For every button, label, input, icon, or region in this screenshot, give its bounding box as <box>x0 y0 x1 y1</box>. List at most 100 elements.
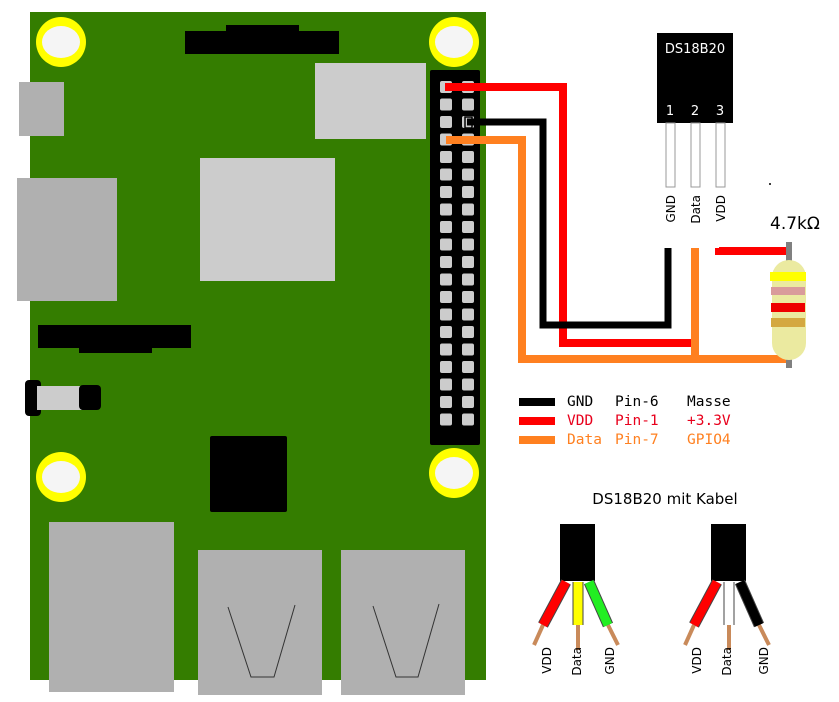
ethernet-port <box>49 522 174 692</box>
micro-usb-port <box>19 82 64 136</box>
gpio-pin <box>462 203 474 216</box>
gpio-pin <box>440 343 452 356</box>
usb-controller-chip <box>315 63 426 139</box>
mounting-hole-bottom-left <box>36 452 86 502</box>
gpio-pin <box>440 273 452 286</box>
camera-connector <box>38 325 191 353</box>
sensor-pin-number-1: 1 <box>665 104 675 119</box>
hdmi-port <box>17 178 117 301</box>
gpio-pin <box>462 378 474 391</box>
legend-row-data: Data Pin-7 GPIO4 <box>519 431 731 449</box>
resistor-band-4 <box>771 318 805 327</box>
pullup-resistor <box>770 242 806 368</box>
cable-wire-vdd <box>539 579 570 628</box>
gpio-pin <box>462 413 474 426</box>
gpio-pin <box>440 203 452 216</box>
gpio-pin <box>462 291 474 303</box>
cable-wire-copper <box>606 624 620 646</box>
legend-signal: VDD <box>567 413 594 429</box>
cable-wire-label-data: Data <box>570 647 584 676</box>
sensor-leg-3 <box>715 122 726 188</box>
gpio-pin <box>462 221 474 233</box>
gpio-pin <box>440 361 452 373</box>
legend-swatch-black <box>519 398 555 406</box>
usb-port-2 <box>341 550 465 695</box>
resistor-band-2 <box>771 287 805 295</box>
gnd-pin-marker <box>464 116 473 129</box>
cable-wire-gnd <box>735 580 764 627</box>
gpio-pin <box>462 168 474 181</box>
sensor-pin-label-data: Data <box>689 195 703 224</box>
legend-function: Masse <box>687 394 731 410</box>
gpio-pin <box>462 273 474 286</box>
gpio-pin <box>440 378 452 391</box>
cable-sensor-1 <box>532 524 620 650</box>
sensor-pin-label-vdd: VDD <box>714 195 728 222</box>
cable-sheath <box>711 524 746 581</box>
legend-pin: Pin-1 <box>615 413 659 429</box>
legend-row-vdd: VDD Pin-1 +3.3V <box>519 412 731 430</box>
legend-row-gnd: GND Pin-6 Masse <box>519 393 731 411</box>
cable-wire-label-vdd: VDD <box>690 647 704 674</box>
sensor-pin-number-2: 2 <box>690 104 700 119</box>
gpio-pin <box>462 326 474 338</box>
gpio-pin <box>440 151 452 163</box>
sensor-leg-2 <box>690 122 701 188</box>
gpio-pin <box>462 256 474 268</box>
legend-pin: Pin-7 <box>615 432 659 448</box>
cable-wire-label-gnd: GND <box>603 647 617 675</box>
gpio-pin <box>462 361 474 373</box>
gpio-pin <box>440 308 452 321</box>
cable-sheath <box>560 524 595 581</box>
sensor-leg-1 <box>665 122 676 188</box>
cable-wire-copper <box>683 624 696 646</box>
gpio-pin <box>440 413 452 426</box>
gpio-pin <box>462 151 474 163</box>
gpio-pin <box>440 186 452 198</box>
gpio-pin <box>462 396 474 408</box>
sensor-pin-label-gnd: GND <box>664 195 678 223</box>
wire-vdd-red <box>445 83 695 347</box>
gpio-pin <box>440 256 452 268</box>
cable-wire-copper <box>532 624 545 646</box>
display-connector <box>185 25 339 54</box>
gpio-header <box>430 70 480 445</box>
legend-signal: GND <box>567 394 594 410</box>
cable-wire-vdd <box>690 579 721 628</box>
soc-chip <box>200 158 335 281</box>
cable-wire-label-gnd: GND <box>757 647 771 675</box>
legend-pin: Pin-6 <box>615 394 659 410</box>
cable-wire-gnd <box>584 580 613 627</box>
gpio-pin <box>462 308 474 321</box>
resistor-band-3 <box>771 303 805 312</box>
gpio-pin <box>462 98 474 111</box>
gpio-pin <box>462 238 474 251</box>
gpio-pin <box>462 343 474 356</box>
cable-section-title: DS18B20 mit Kabel <box>592 490 738 508</box>
gpio-pin <box>440 221 452 233</box>
legend-swatch-orange <box>519 436 555 444</box>
gpio-pin <box>440 168 452 181</box>
legend-signal: Data <box>567 432 602 448</box>
sensor-pin-number-3: 3 <box>715 104 725 119</box>
mounting-hole-bottom-right <box>429 448 479 498</box>
cable-sensor-2 <box>683 524 771 650</box>
ds18b20-sensor <box>657 33 733 188</box>
cable-wire-label-vdd: VDD <box>540 647 554 674</box>
gpio-pin <box>440 326 452 338</box>
gpio-pin <box>440 116 452 128</box>
gpio-pin <box>440 291 452 303</box>
usb-port-1 <box>198 550 322 695</box>
gpio-pin <box>440 238 452 251</box>
mounting-hole-top-left <box>36 17 86 67</box>
gpio-pin <box>440 98 452 111</box>
legend-function: GPIO4 <box>687 432 731 448</box>
cable-wire-label-data: Data <box>720 647 734 676</box>
wire-gnd-black <box>467 118 672 329</box>
resistor-value-label: 4.7kΩ <box>770 214 820 234</box>
gpio-pin <box>440 396 452 408</box>
sensor-name-label: DS18B20 <box>664 42 726 57</box>
cable-wire-copper <box>757 624 771 646</box>
wire-data-orange <box>446 136 790 363</box>
